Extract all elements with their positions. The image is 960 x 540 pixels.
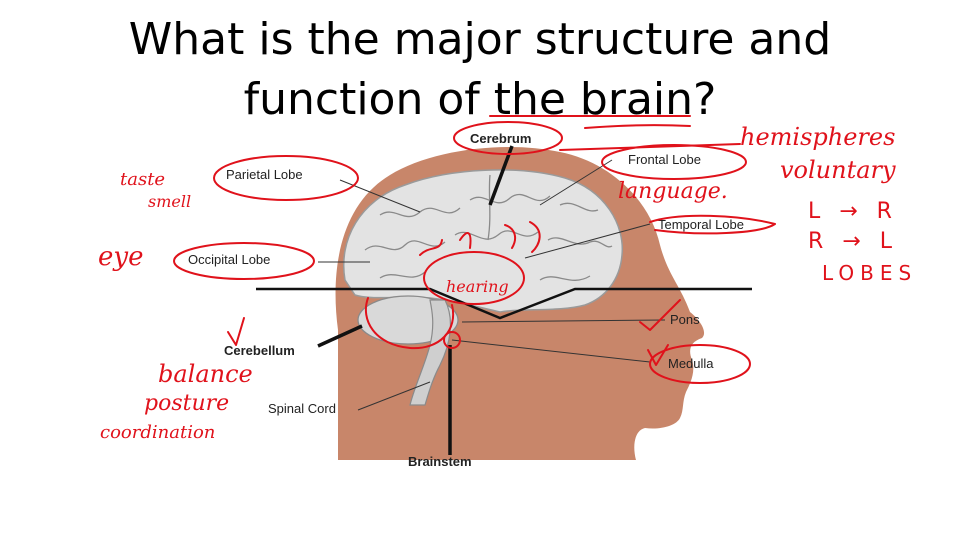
label-temporal-lobe: Temporal Lobe xyxy=(658,217,744,232)
ink-marks xyxy=(173,115,776,384)
cerebrum-pointer xyxy=(488,145,514,206)
ink-hemispheres: hemispheres xyxy=(740,123,895,151)
ink-r-to-l: R → L xyxy=(808,229,898,254)
ink-language: language. xyxy=(618,179,728,204)
label-cerebrum: Cerebrum xyxy=(470,131,531,146)
ink-eye: eye xyxy=(98,242,143,272)
label-medulla: Medulla xyxy=(668,356,714,371)
leader-lines xyxy=(318,159,666,411)
label-pons: Pons xyxy=(670,312,700,327)
ink-hearing: hearing xyxy=(446,277,509,296)
ink-l-to-r: L → R xyxy=(808,199,898,224)
cerebellum-pointer xyxy=(317,324,363,348)
title-line-1: What is the major structure and xyxy=(128,14,832,65)
ink-posture: posture xyxy=(144,391,229,416)
label-cerebellum: Cerebellum xyxy=(224,343,295,358)
ink-balance: balance xyxy=(158,360,253,388)
ink-voluntary: voluntary xyxy=(780,156,896,184)
section-line xyxy=(256,287,752,320)
ink-smell: smell xyxy=(148,192,191,211)
ink-lobes: LOBES xyxy=(822,261,917,285)
ink-coordination: coordination xyxy=(100,422,215,443)
ink-taste: taste xyxy=(120,169,165,190)
label-spinal-cord: Spinal Cord xyxy=(268,401,336,416)
label-parietal-lobe: Parietal Lobe xyxy=(226,167,303,182)
brain-folds xyxy=(364,174,613,281)
label-frontal-lobe: Frontal Lobe xyxy=(628,152,701,167)
label-brainstem: Brainstem xyxy=(408,454,472,469)
label-occipital-lobe: Occipital Lobe xyxy=(188,252,270,267)
brainstem-shape xyxy=(409,299,451,406)
